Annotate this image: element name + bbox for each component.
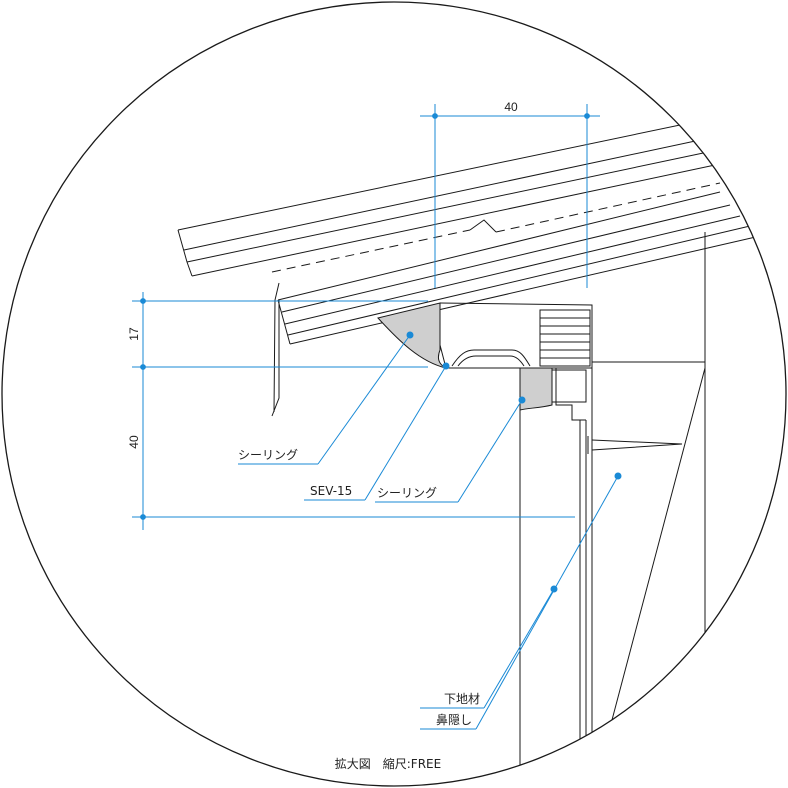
drawing-caption: 拡大図 縮尺:FREE [335,756,441,771]
dimension-lines [132,104,622,730]
roof-panel-upper [177,124,721,277]
dimension-top-width: 40 [504,100,518,114]
roof-panel-lower [277,191,761,345]
label-sealing-left: シーリング [238,448,298,462]
sealant-right [519,367,553,411]
label-substrate: 下地材 [444,692,480,706]
ventilation-product [439,302,593,403]
fascia-board [592,232,706,721]
dimension-vertical-lower: 40 [127,435,141,449]
screw [587,436,683,454]
drip-flashing [271,282,280,417]
dimension-vertical-upper: 17 [127,327,141,341]
substrate-lines [519,367,593,770]
label-fascia: 鼻隠し [436,712,472,727]
label-product: SEV-15 [310,484,352,498]
label-sealing-right: シーリング [377,486,437,500]
